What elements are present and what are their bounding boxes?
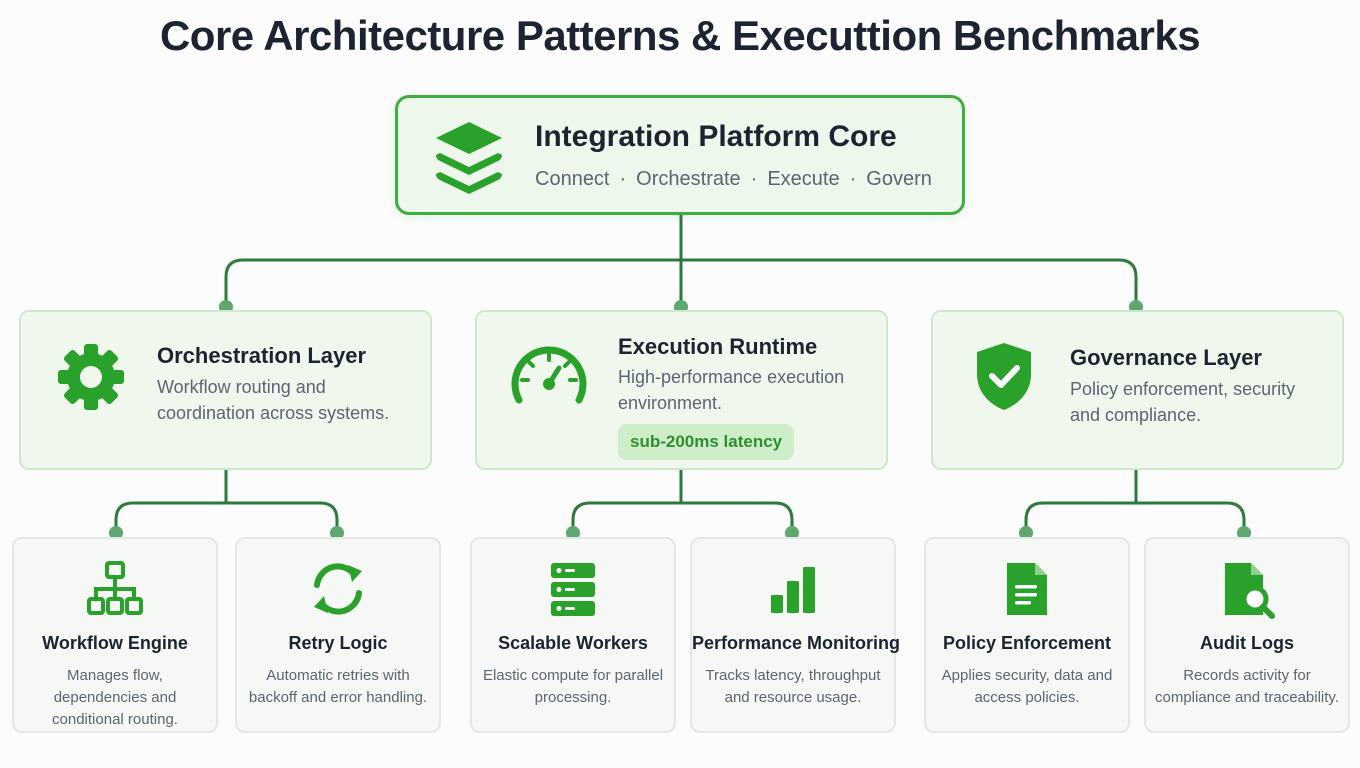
layer-description: High-performance execution environment. [618, 367, 845, 413]
layer-execution: Execution Runtime High-performance execu… [475, 310, 888, 470]
layer-title: Orchestration Layer [157, 343, 367, 368]
page-title: Core Architecture Patterns & Executtion … [159, 12, 1201, 59]
card-policy-enforcement: Policy Enforcement Applies security, dat… [924, 537, 1130, 733]
node-dot [109, 526, 123, 540]
layer-governance: Governance Layer Policy enforcement, sec… [931, 310, 1344, 470]
node-dot [330, 526, 344, 540]
document-icon [1007, 563, 1047, 615]
card-title: Workflow Engine [42, 633, 188, 653]
shield-check-icon [977, 343, 1031, 410]
tagline-item: Orchestrate [636, 168, 741, 190]
card-description: Records activity for compliance and trac… [1155, 667, 1339, 706]
tagline-item: Govern [866, 168, 932, 190]
server-stack-icon [551, 563, 595, 616]
card-description: Tracks latency, throughput and resource … [705, 667, 881, 706]
card-audit-logs: Audit Logs Records activity for complian… [1144, 537, 1350, 733]
layer-title: Governance Layer [1070, 345, 1262, 370]
connector-governance [1024, 470, 1246, 533]
layer-orchestration: Orchestration Layer Workflow routing and… [19, 310, 432, 470]
tagline-separator: · [750, 168, 758, 190]
bar-chart-icon [771, 567, 815, 613]
layer-description: Policy enforcement, security and complia… [1070, 379, 1296, 425]
card-retry-logic: Retry Logic Automatic retries with backo… [235, 537, 441, 733]
card-title: Retry Logic [288, 633, 388, 653]
node-dot [566, 526, 580, 540]
speedometer-icon [511, 346, 587, 404]
node-dot [1237, 526, 1251, 540]
connector-core-branches [224, 258, 1138, 307]
tagline-separator: · [849, 168, 857, 190]
tagline-item: Execute [767, 168, 840, 190]
connector-execution [571, 470, 794, 533]
layer-title: Execution Runtime [618, 334, 818, 359]
refresh-icon [314, 563, 362, 615]
card-description: Applies security, data and access polici… [941, 667, 1113, 706]
card-performance-monitoring: Performance Monitoring Tracks latency, t… [690, 537, 901, 733]
connector-orchestration [114, 470, 339, 533]
gear-icon [58, 344, 124, 410]
card-title: Scalable Workers [498, 633, 648, 653]
node-dot [1019, 526, 1033, 540]
core-tagline: Connect · Orchestrate · Execute · Govern [535, 168, 932, 191]
card-description: Automatic retries with backoff and error… [248, 667, 428, 706]
card-workflow-engine: Workflow Engine Manages flow, dependenci… [12, 537, 218, 733]
tagline-item: Connect [535, 168, 610, 190]
card-title: Performance Monitoring [692, 633, 901, 653]
card-title: Audit Logs [1200, 633, 1294, 653]
layers-icon [436, 122, 502, 194]
card-title: Policy Enforcement [942, 633, 1112, 653]
tagline-separator: · [619, 168, 627, 190]
core-title: Integration Platform Core [535, 120, 897, 153]
card-description: Elastic compute for parallel processing. [482, 667, 664, 706]
node-dot [785, 526, 799, 540]
core-box: Integration Platform Core Connect · Orches… [395, 95, 965, 215]
hierarchy-icon [87, 561, 143, 615]
layer-description: Workflow routing and coordination across… [157, 377, 390, 423]
card-description: Manages flow, dependencies and condition… [52, 667, 178, 728]
document-search-icon [1225, 563, 1275, 619]
card-scalable-workers: Scalable Workers Elastic compute for par… [470, 537, 676, 733]
latency-badge: sub-200ms latency [618, 424, 795, 460]
